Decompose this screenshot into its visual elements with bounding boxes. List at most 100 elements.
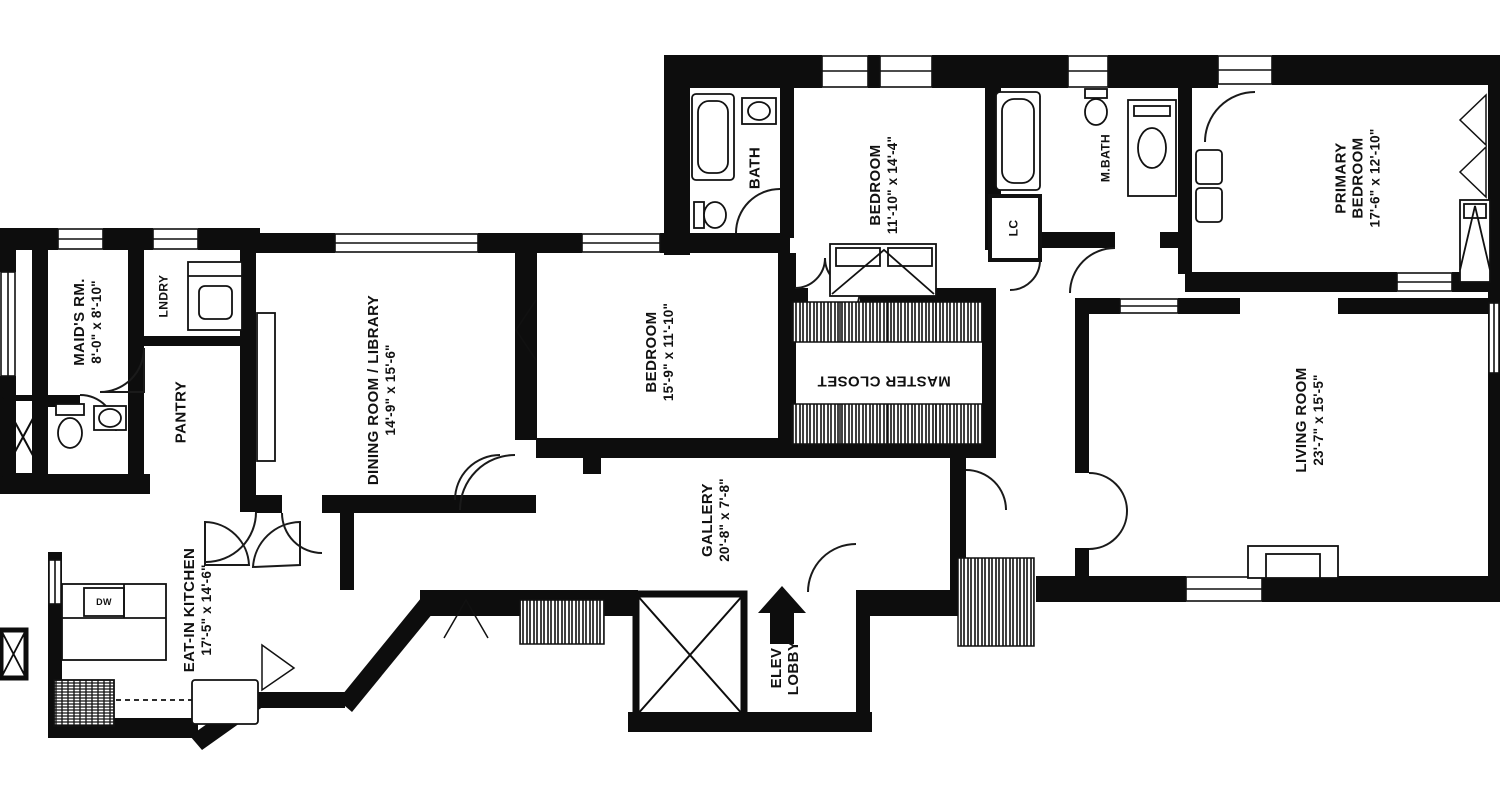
door-arc bbox=[459, 454, 516, 511]
bifold-door-icon bbox=[261, 93, 1487, 692]
window-icon bbox=[821, 55, 869, 88]
fixtures-group bbox=[53, 88, 1491, 727]
toilet-icon bbox=[55, 403, 85, 449]
door-arc bbox=[735, 188, 781, 234]
door-arc bbox=[204, 520, 251, 566]
room-label-bedroom-mid: BEDROOM 15'-9" x 11'-10" bbox=[643, 302, 676, 402]
window-icon bbox=[48, 559, 62, 605]
door-arc bbox=[205, 511, 257, 563]
window-icon bbox=[1396, 272, 1453, 292]
room-dims: 23'-7" x 15'-5" bbox=[1310, 374, 1326, 466]
label-dishwasher: DW bbox=[96, 597, 112, 607]
stove-icon bbox=[53, 679, 115, 727]
room-dims: 20'-8" x 7'-8" bbox=[716, 478, 732, 562]
door-arc bbox=[1204, 91, 1256, 143]
shaft-icon bbox=[0, 627, 29, 681]
toilet-icon bbox=[693, 201, 727, 229]
door-arc bbox=[1069, 247, 1116, 294]
linen-closet bbox=[988, 194, 1042, 262]
window-icon bbox=[0, 271, 16, 377]
door-arc bbox=[281, 512, 323, 554]
door-arc bbox=[1088, 472, 1128, 512]
room-name: DINING ROOM / LIBRARY bbox=[365, 294, 383, 486]
room-label-lc: LC bbox=[1006, 219, 1021, 237]
door-arc bbox=[99, 347, 145, 393]
bed-icon bbox=[829, 243, 937, 297]
room-dims: 14'-9" x 15'-6" bbox=[382, 344, 398, 436]
elevator-group bbox=[0, 395, 806, 720]
closet-rod-icon bbox=[519, 599, 605, 645]
room-label-dining: DINING ROOM / LIBRARY 14'-9" x 15'-6" bbox=[365, 294, 398, 486]
fireplace-icon bbox=[1247, 545, 1339, 579]
door-arc bbox=[807, 543, 857, 593]
room-name: ELEV bbox=[768, 647, 786, 689]
room-dims: 17'-6" x 12'-10" bbox=[1367, 128, 1383, 228]
elevator-up-arrow-icon bbox=[758, 586, 806, 644]
room-dims: 8'-0" x 8'-10" bbox=[88, 280, 104, 364]
closet-rod-icon bbox=[791, 403, 983, 445]
room-label-bath: BATH bbox=[746, 146, 765, 190]
room-label-living-room: LIVING ROOM 23'-7" x 15'-5" bbox=[1293, 367, 1326, 473]
room-name: PRIMARY bbox=[1332, 142, 1350, 214]
room-name: PANTRY bbox=[172, 380, 190, 444]
door-arc bbox=[454, 454, 501, 501]
room-dims: 15'-9" x 11'-10" bbox=[660, 302, 676, 402]
room-label-gallery: GALLERY 20'-8" x 7'-8" bbox=[699, 478, 732, 562]
windows-group bbox=[0, 55, 1500, 605]
room-name: M.BATH bbox=[1098, 133, 1113, 183]
bathtub-icon bbox=[995, 91, 1041, 191]
room-dims: 11'-10" x 14'-4" bbox=[884, 135, 900, 235]
room-name: EAT-IN KITCHEN bbox=[181, 547, 199, 673]
room-label-elev-lobby: ELEV LOBBY bbox=[768, 640, 803, 696]
window-icon bbox=[1185, 576, 1263, 602]
window-icon bbox=[152, 228, 199, 250]
room-name: LC bbox=[1006, 219, 1021, 237]
room-label-eat-in-kitchen: EAT-IN KITCHEN 17'-5" x 14'-6" bbox=[181, 547, 214, 673]
room-label-maids-rm: MAID'S RM. 8'-0" x 8'-10" bbox=[71, 278, 104, 366]
window-icon bbox=[1119, 298, 1179, 314]
elevator-shaft-icon bbox=[632, 590, 748, 720]
room-label-lndry: LNDRY bbox=[156, 274, 171, 318]
room-dims: 17'-5" x 14'-6" bbox=[198, 564, 214, 656]
vanity-icon bbox=[1127, 99, 1177, 197]
room-name: LIVING ROOM bbox=[1293, 367, 1311, 473]
room-name: MASTER CLOSET bbox=[817, 372, 951, 390]
window-icon bbox=[879, 55, 933, 88]
door-arc bbox=[965, 469, 1007, 511]
shaft-icon bbox=[0, 395, 47, 479]
closet-rod-icon bbox=[957, 557, 1035, 647]
toilet-icon bbox=[1084, 88, 1108, 126]
room-name: LOBBY bbox=[785, 640, 802, 696]
room-name: BEDROOM bbox=[1349, 137, 1367, 219]
washer-icon bbox=[187, 261, 243, 331]
closet-rod-icon bbox=[791, 301, 983, 343]
dresser-icon bbox=[1195, 149, 1223, 223]
door-arc bbox=[794, 257, 826, 289]
room-label-primary-bedroom: PRIMARY BEDROOM 17'-6" x 12'-10" bbox=[1332, 128, 1383, 228]
door-arc bbox=[251, 520, 301, 569]
room-name: LNDRY bbox=[156, 274, 171, 318]
sink-icon bbox=[93, 405, 127, 431]
window-icon bbox=[1067, 55, 1109, 88]
window-icon bbox=[1217, 55, 1273, 85]
room-name: DW bbox=[96, 596, 112, 607]
room-label-pantry: PANTRY bbox=[172, 380, 191, 444]
banquette bbox=[191, 679, 259, 725]
room-name: GALLERY bbox=[699, 483, 717, 557]
room-name: BATH bbox=[746, 146, 764, 190]
bed-icon bbox=[1459, 199, 1491, 283]
room-label-mbath: M.BATH bbox=[1098, 133, 1113, 183]
window-icon bbox=[334, 233, 479, 253]
room-name: MAID'S RM. bbox=[71, 278, 89, 366]
window-icon bbox=[581, 233, 661, 253]
closets-group bbox=[261, 93, 1487, 692]
bathtub-icon bbox=[691, 93, 735, 181]
window-icon bbox=[57, 228, 104, 250]
kitchen-counter bbox=[61, 583, 167, 661]
room-name: BEDROOM bbox=[643, 311, 661, 393]
window-icon bbox=[1488, 302, 1500, 374]
door-arc bbox=[1009, 259, 1041, 291]
sink-icon bbox=[741, 97, 777, 125]
sideboard bbox=[256, 312, 276, 462]
